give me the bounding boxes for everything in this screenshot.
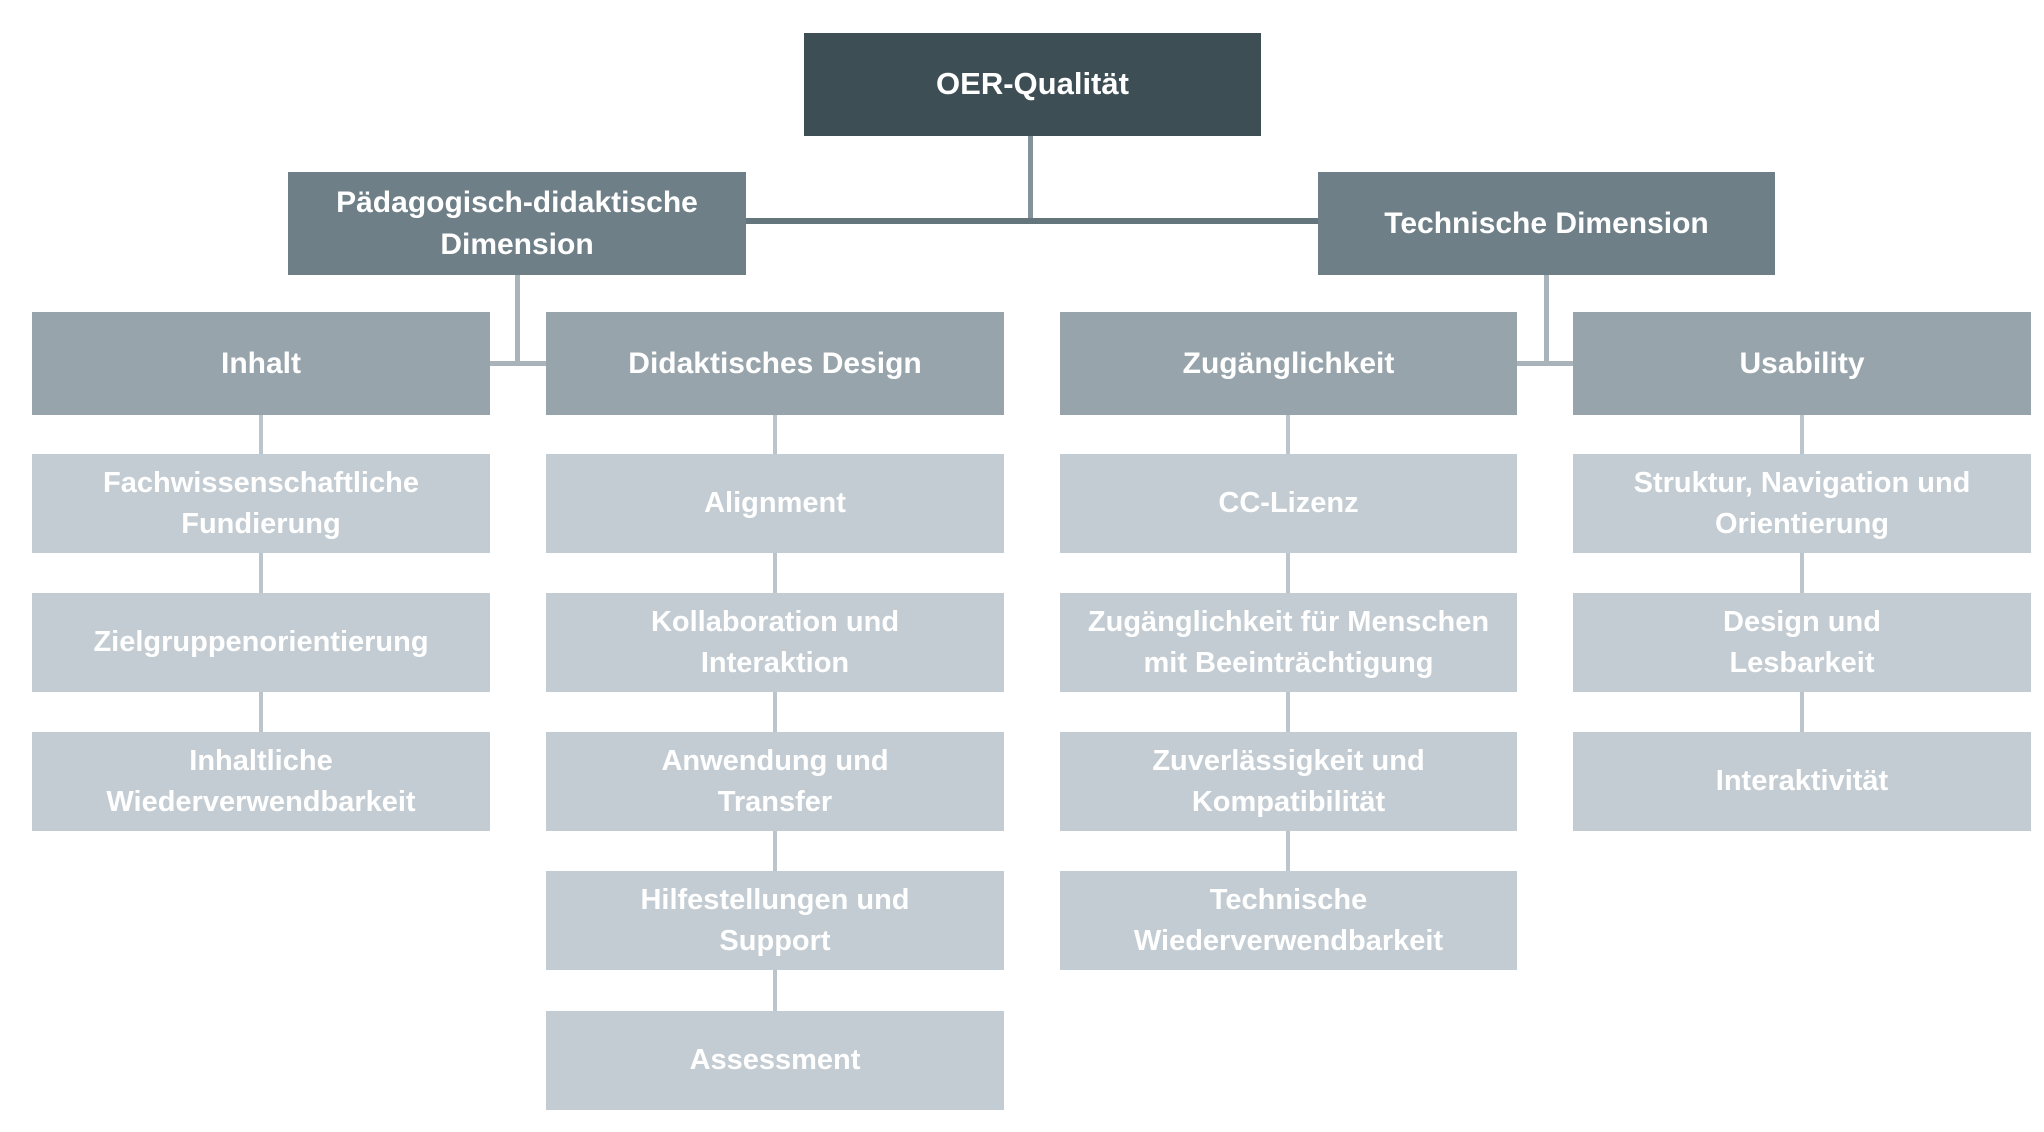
connector-col4-3 [1800,692,1804,732]
connector-col2-1 [773,415,777,454]
connector-dim-right-vertical [1544,275,1549,363]
node-design-und-lesbarkeit: Design und Lesbarkeit [1573,593,2031,692]
node-anwendung-und-transfer: Anwendung und Transfer [546,732,1004,831]
connector-dim-left-horizontal [490,361,546,366]
node-oer-qualitaet: OER-Qualität [804,33,1261,136]
node-didaktisches-design: Didaktisches Design [546,312,1004,415]
node-zugaenglichkeit: Zugänglichkeit [1060,312,1517,415]
connector-col2-2 [773,553,777,593]
node-hilfestellungen-und-support: Hilfestellungen und Support [546,871,1004,970]
connector-dim-left-vertical [515,275,520,363]
node-struktur-navigation-orientierung: Struktur, Navigation und Orientierung [1573,454,2031,553]
node-cc-lizenz: CC-Lizenz [1060,454,1517,553]
node-kollaboration-und-interaktion: Kollaboration und Interaktion [546,593,1004,692]
connector-col3-3 [1286,692,1290,732]
node-interaktivitaet: Interaktivität [1573,732,2031,831]
connector-root-horizontal [746,218,1318,224]
node-inhaltliche-wiederverwendbarkeit: Inhaltliche Wiederverwendbarkeit [32,732,490,831]
node-assessment: Assessment [546,1011,1004,1110]
node-zielgruppenorientierung: Zielgruppenorientierung [32,593,490,692]
node-alignment: Alignment [546,454,1004,553]
connector-col3-4 [1286,831,1290,871]
connector-col3-1 [1286,415,1290,454]
connector-col1-1 [259,415,263,454]
connector-col4-1 [1800,415,1804,454]
connector-col2-3 [773,692,777,732]
node-paedagogisch-didaktische-dimension: Pädagogisch-didaktische Dimension [288,172,746,275]
connector-root-vertical [1028,136,1033,222]
connector-col2-4 [773,831,777,871]
node-technische-wiederverwendbarkeit: Technische Wiederverwendbarkeit [1060,871,1517,970]
node-fachwissenschaftliche-fundierung: Fachwissenschaftliche Fundierung [32,454,490,553]
node-zugaenglichkeit-fuer-menschen: Zugänglichkeit für Menschen mit Beeinträ… [1060,593,1517,692]
node-inhalt: Inhalt [32,312,490,415]
node-usability: Usability [1573,312,2031,415]
connector-col1-3 [259,692,263,732]
node-technische-dimension: Technische Dimension [1318,172,1775,275]
connector-dim-right-horizontal [1517,361,1573,366]
node-zuverlaessigkeit-und-kompatibilitaet: Zuverlässigkeit und Kompatibilität [1060,732,1517,831]
connector-col3-2 [1286,553,1290,593]
connector-col2-5 [773,970,777,1011]
connector-col1-2 [259,553,263,593]
connector-col4-2 [1800,553,1804,593]
